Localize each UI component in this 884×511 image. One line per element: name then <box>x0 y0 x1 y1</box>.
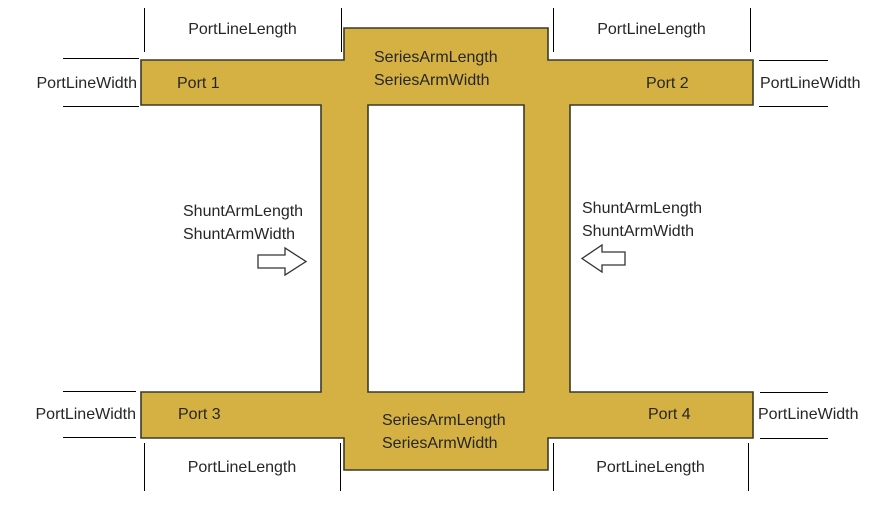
dim-label-portlinelength-top-left: PortLineLength <box>188 21 297 38</box>
dim-label-portlinewidth-top-right: PortLineWidth <box>760 75 861 92</box>
dim-label-shuntarmwidth-right: ShuntArmWidth <box>582 223 695 240</box>
dim-label-seriesarm-top: SeriesArmLength SeriesArmWidth <box>374 46 498 92</box>
dim-label-shuntarmwidth-left: ShuntArmWidth <box>183 226 296 243</box>
dim-label-portlinewidth-top-left: PortLineWidth <box>36 75 138 92</box>
dim-label-portlinelength-top-right: PortLineLength <box>597 21 706 38</box>
dim-label-portlinelength-bottom-left: PortLineLength <box>187 459 297 476</box>
dim-label-seriesarmlength-top: SeriesArmLength <box>374 49 498 66</box>
dim-label-seriesarm-bottom: SeriesArmLength SeriesArmWidth <box>382 409 506 455</box>
dim-label-shuntarm-right: ShuntArmLength ShuntArmWidth <box>582 197 702 243</box>
right-arrow-icon <box>257 246 308 277</box>
dim-label-portlinewidth-bottom-left: PortLineWidth <box>35 406 137 423</box>
dim-label-seriesarmwidth-top: SeriesArmWidth <box>374 72 490 89</box>
port1-label: Port 1 <box>177 75 220 92</box>
port3-label: Port 3 <box>178 406 221 423</box>
dim-label-shuntarmlength-right: ShuntArmLength <box>582 200 703 217</box>
dim-label-seriesarmwidth-bottom: SeriesArmWidth <box>382 435 498 452</box>
coupler-trace <box>140 27 754 471</box>
port2-label: Port 2 <box>646 75 689 92</box>
left-arrow-icon <box>580 243 626 274</box>
dim-label-portlinelength-bottom-right: PortLineLength <box>596 459 705 476</box>
dim-label-portlinewidth-bottom-right: PortLineWidth <box>758 406 859 423</box>
dim-label-shuntarm-left: ShuntArmLength ShuntArmWidth <box>183 200 303 246</box>
port4-label: Port 4 <box>648 406 691 423</box>
dim-label-seriesarmlength-bottom: SeriesArmLength <box>382 412 506 429</box>
dimension-lines <box>63 8 828 491</box>
dim-label-shuntarmlength-left: ShuntArmLength <box>183 203 304 220</box>
